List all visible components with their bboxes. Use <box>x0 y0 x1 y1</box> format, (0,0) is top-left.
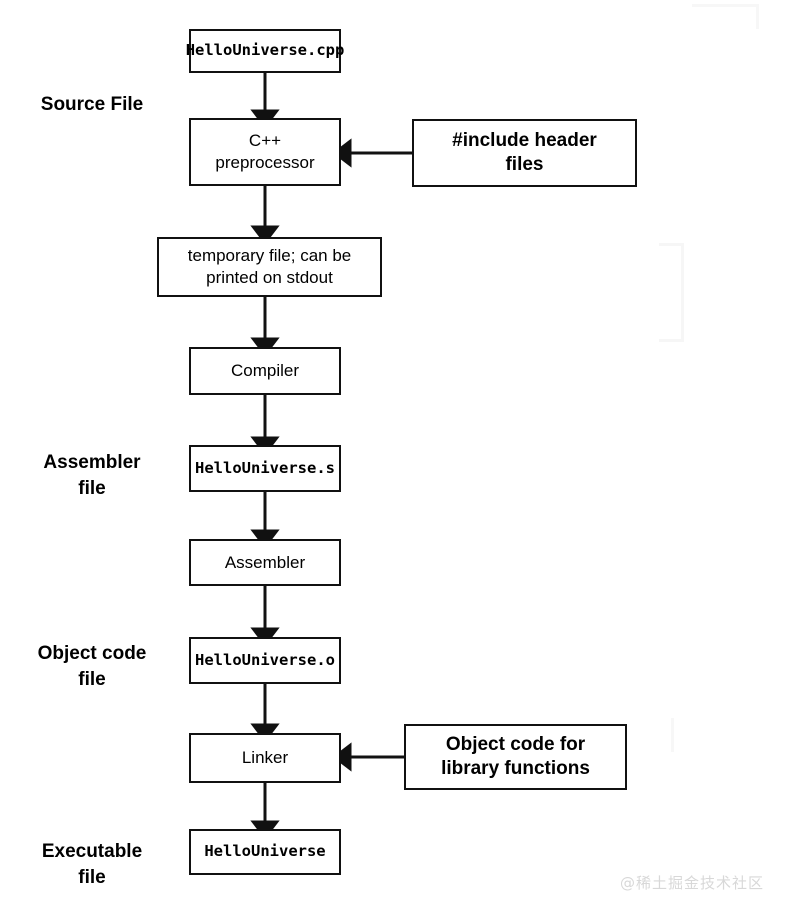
stage-label-assembler-file: Assembler file <box>43 452 141 499</box>
node-source-cpp[interactable]: HelloUniverse.cpp <box>186 29 344 73</box>
background-artifact-bracket <box>659 243 684 342</box>
node-library-object[interactable]: Object code for library functions <box>404 724 627 790</box>
node-source-cpp-label: HelloUniverse.cpp <box>185 41 345 60</box>
node-compiler-label: Compiler <box>230 361 300 381</box>
background-artifact-tick <box>671 718 676 752</box>
node-object-file[interactable]: HelloUniverse.o <box>189 637 341 684</box>
node-assembler[interactable]: Assembler <box>189 539 341 586</box>
node-linker-label: Linker <box>241 748 289 768</box>
stage-label-executable-file: Executable file <box>41 841 143 888</box>
node-compiler[interactable]: Compiler <box>189 347 341 395</box>
background-artifact-corner <box>692 4 759 29</box>
stage-label-object-code-file: Object code file <box>37 643 147 690</box>
node-assembly-file[interactable]: HelloUniverse.s <box>189 445 341 492</box>
stage-label-source-file: Source File <box>40 94 144 115</box>
node-include-headers[interactable]: #include header files <box>412 119 637 187</box>
node-executable-label: HelloUniverse <box>204 842 326 861</box>
node-linker[interactable]: Linker <box>189 733 341 783</box>
node-temporary-file-label: temporary file; can be printed on stdout <box>187 246 352 287</box>
node-assembly-file-label: HelloUniverse.s <box>195 458 335 477</box>
node-preprocessor-label: C++ preprocessor <box>215 131 315 172</box>
watermark: @稀土掘金技术社区 <box>620 874 765 892</box>
node-temporary-file[interactable]: temporary file; can be printed on stdout <box>157 237 382 297</box>
node-library-object-label: Object code for library functions <box>441 733 590 779</box>
node-executable[interactable]: HelloUniverse <box>189 829 341 875</box>
node-object-file-label: HelloUniverse.o <box>195 650 335 669</box>
node-preprocessor[interactable]: C++ preprocessor <box>189 118 341 186</box>
node-include-headers-label: #include header files <box>452 129 597 175</box>
node-assembler-label: Assembler <box>224 552 306 572</box>
